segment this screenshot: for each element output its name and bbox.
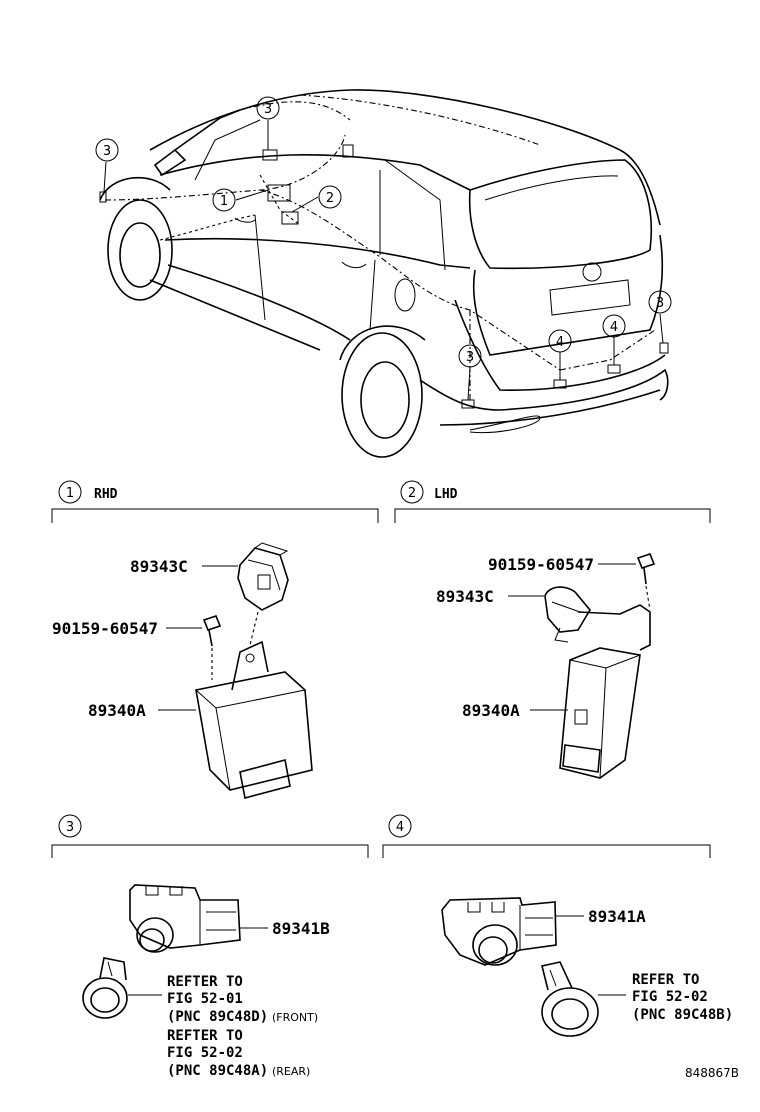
section-2-header: 2 LHD bbox=[394, 480, 711, 523]
svg-text:3: 3 bbox=[466, 350, 474, 365]
car-callout-3-top: 3 bbox=[256, 96, 280, 120]
svg-text:3: 3 bbox=[103, 144, 111, 159]
car-callout-1: 1 bbox=[212, 188, 236, 212]
svg-text:2: 2 bbox=[326, 191, 334, 206]
svg-text:LHD: LHD bbox=[434, 487, 458, 502]
rhd-yaw-sensor bbox=[237, 542, 289, 611]
sensor-retainer-3 bbox=[82, 957, 128, 1019]
pn-sensor-4: 89341A bbox=[588, 907, 646, 926]
section-3-header: 3 bbox=[51, 814, 369, 858]
section-4-header: 4 bbox=[382, 814, 711, 858]
svg-text:REFTER TO: REFTER TO bbox=[167, 974, 243, 990]
svg-text:3: 3 bbox=[656, 296, 664, 311]
pn-sensor-3: 89341B bbox=[272, 919, 330, 938]
rhd-sensor-computer bbox=[195, 611, 313, 799]
diagram-id: 848867B bbox=[685, 1066, 739, 1080]
rhd-bolt bbox=[202, 615, 222, 680]
svg-text:(FRONT): (FRONT) bbox=[272, 1011, 318, 1024]
lhd-yaw-sensor bbox=[544, 586, 651, 651]
car-callout-2: 2 bbox=[318, 185, 342, 209]
note-section-4: REFER TO FIG 52-02 (PNC 89C48B) bbox=[632, 972, 733, 1023]
svg-text:(PNC 89C48D): (PNC 89C48D) bbox=[167, 1009, 268, 1025]
svg-text:REFER TO: REFER TO bbox=[632, 972, 699, 988]
note-section-3: REFTER TO FIG 52-01 (PNC 89C48D) (FRONT)… bbox=[167, 974, 318, 1079]
svg-text:4: 4 bbox=[610, 320, 618, 335]
car-callout-3-front: 3 bbox=[95, 138, 119, 162]
svg-text:1: 1 bbox=[66, 486, 74, 501]
pn-lhd-bolt: 90159-60547 bbox=[488, 555, 594, 574]
svg-text:3: 3 bbox=[66, 820, 74, 835]
ultrasonic-sensor-89341A bbox=[441, 897, 557, 966]
svg-text:(PNC 89C48B): (PNC 89C48B) bbox=[632, 1007, 733, 1023]
svg-text:FIG 52-02: FIG 52-02 bbox=[167, 1045, 243, 1061]
pn-rhd-sensor: 89343C bbox=[130, 557, 188, 576]
car-callout-3-rear-right: 3 bbox=[648, 290, 672, 314]
section-1-header: 1 RHD bbox=[51, 480, 379, 523]
ultrasonic-sensor-89341B bbox=[129, 884, 241, 953]
pn-lhd-sensor: 89343C bbox=[436, 587, 494, 606]
vehicle-illustration bbox=[99, 89, 669, 458]
svg-text:4: 4 bbox=[396, 820, 404, 835]
svg-text:FIG 52-01: FIG 52-01 bbox=[167, 991, 243, 1007]
lhd-sensor-computer bbox=[559, 647, 641, 779]
svg-text:1: 1 bbox=[220, 194, 228, 209]
svg-text:FIG 52-02: FIG 52-02 bbox=[632, 989, 708, 1005]
svg-text:REFTER TO: REFTER TO bbox=[167, 1028, 243, 1044]
car-callout-4-right: 4 bbox=[602, 314, 626, 338]
svg-text:(PNC 89C48A): (PNC 89C48A) bbox=[167, 1063, 268, 1079]
svg-text:3: 3 bbox=[264, 102, 272, 117]
sensor-retainer-4 bbox=[541, 961, 599, 1037]
svg-text:2: 2 bbox=[408, 486, 416, 501]
pn-rhd-bolt: 90159-60547 bbox=[52, 619, 158, 638]
pn-rhd-computer: 89340A bbox=[88, 701, 146, 720]
pn-lhd-computer: 89340A bbox=[462, 701, 520, 720]
svg-text:RHD: RHD bbox=[94, 487, 118, 502]
car-callout-4-left: 4 bbox=[548, 329, 572, 353]
car-callout-3-rear-left: 3 bbox=[458, 344, 482, 368]
lhd-bolt bbox=[636, 553, 656, 611]
svg-text:(REAR): (REAR) bbox=[272, 1065, 310, 1078]
svg-text:4: 4 bbox=[556, 335, 564, 350]
